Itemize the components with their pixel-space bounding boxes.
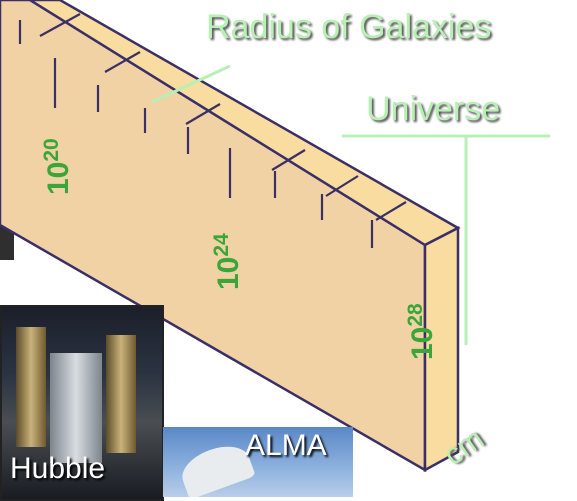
hubble-photo [0,305,164,501]
tick-label-base: 10 [42,161,75,195]
top-seg [104,51,141,73]
galaxies-pointer [151,64,231,104]
antenna-dish [176,438,256,497]
tick-label-base: 10 [212,256,245,290]
top-seg [39,13,81,37]
tick-label-base: 10 [406,326,439,360]
alma-photo [163,427,353,497]
tick-label-10-24: 1024 [209,233,246,290]
alma-caption: ALMA [245,429,327,462]
radius-of-galaxies-label: Radius of Galaxies [206,8,492,46]
top-seg [271,149,306,171]
telescope-body [50,353,102,463]
universe-label: Universe [366,90,501,128]
tick-label-exponent: 24 [209,233,233,257]
tick-label-10-20: 1020 [39,138,76,195]
tick-label-exponent: 28 [403,303,427,327]
ruler-end-face [423,225,460,473]
solar-panel [106,335,136,453]
top-seg [325,175,359,197]
tick-label-10-28: 1028 [403,303,440,360]
tick-label-exponent: 20 [39,138,63,162]
hubble-caption: Hubble [10,452,106,485]
top-seg [185,103,221,125]
top-seg [375,201,407,221]
ruler-ticks [18,13,407,248]
solar-panel [16,327,46,447]
